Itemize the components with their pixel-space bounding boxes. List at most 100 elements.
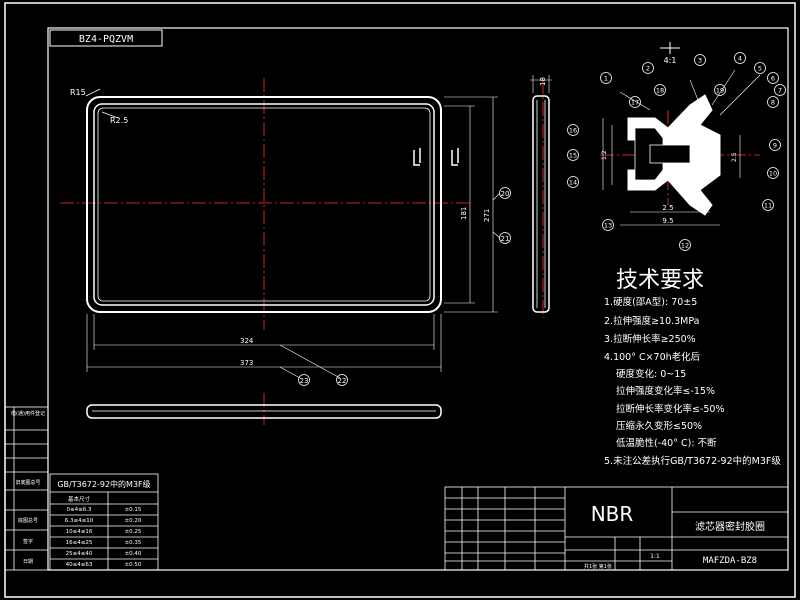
detail-callout: 18: [654, 84, 666, 96]
tolerance-table: GB/T3672-92中的M3F级 基本尺寸 0≤4≤6.3 ±0.15 6.3≤4…: [49, 473, 159, 571]
dim-thickness: 18: [539, 77, 547, 86]
svg-text:旧底图总号: 旧底图总号: [15, 479, 40, 486]
tolerance-size: 0≤4≤6.3: [67, 507, 92, 513]
svg-text:签字: 签字: [23, 538, 33, 545]
detail-callout-number: 7: [778, 87, 782, 95]
part-code: MAFZDA-BZ8: [703, 556, 757, 566]
req-item-5: 硬度变化: 0~15: [616, 368, 686, 380]
detail-callout: 6: [767, 72, 779, 84]
req-item-7: 拉断伸长率变化率≤-50%: [616, 403, 725, 415]
sheet-border: [4, 2, 796, 598]
detail-callout: 10: [767, 167, 779, 179]
technical-requirements: 技术要求 1.硬度(邵A型): 70±5 2.拉伸强度≥10.3MPa 3.拉断…: [604, 268, 781, 467]
req-item-4: 4.100° C×70h老化后: [604, 351, 701, 363]
detail-callout-number: 19: [716, 87, 724, 95]
detail-callout-number: 2: [646, 65, 650, 73]
detail-scale: 4:1: [664, 56, 677, 65]
part-name: 滤芯器密封胶圈: [695, 520, 765, 533]
tolerance-table-header: 基本尺寸: [68, 495, 91, 503]
detail-callout-number: 18: [656, 87, 664, 95]
req-item-8: 压缩永久变形≤50%: [616, 420, 702, 432]
req-item-1: 1.硬度(邵A型): 70±5: [604, 296, 697, 308]
detail-callout-number: 1: [604, 75, 608, 83]
detail-callout: 4: [734, 52, 746, 64]
tolerance-value: ±0.40: [125, 551, 142, 557]
req-item-10: 5.未注公差执行GB/T3672-92中的M3F级: [604, 455, 781, 467]
frame-border: [47, 27, 789, 571]
req-item-3: 3.拉断伸长率≥250%: [604, 333, 696, 345]
centerlines: [60, 78, 760, 425]
detail-callout: 8: [767, 96, 779, 108]
req-item-9: 低温脆性(-40° C): 不断: [616, 437, 717, 449]
dim-height-outer: 271: [483, 209, 491, 222]
callout-21: 21: [499, 232, 511, 244]
detail-callout-number: 13: [604, 222, 612, 230]
detail-callout-number: 4: [738, 55, 742, 63]
detail-callout: 7: [774, 84, 786, 96]
tolerance-size: 10≤4≤16: [66, 529, 93, 535]
left-strip-labels: 借(通)用件登记 旧底图总号 底图总号 签字 日期: [11, 410, 45, 565]
detail-callout-number: 6: [771, 75, 775, 83]
req-item-2: 2.拉伸强度≥10.3MPa: [604, 315, 700, 327]
detail-callout: 14: [567, 176, 579, 188]
vertical-dimensions: [444, 96, 501, 313]
detail-callout: 9: [769, 139, 781, 151]
detail-callout: 2: [642, 62, 654, 74]
detail-callout-number: 14: [569, 179, 577, 187]
drawing-code: BZ4-PQZVM: [79, 34, 133, 45]
tolerance-size: 16≤4≤25: [66, 540, 93, 546]
detail-callout-number: 12: [681, 242, 689, 250]
detail-callout: 1: [600, 72, 612, 84]
detail-callout: 15: [567, 149, 579, 161]
detail-callout: 11: [762, 199, 774, 211]
section-detail: 4:1 2.5 9.5 1.2 2.5: [601, 42, 761, 226]
tolerance-size: 6.3≤4≤10: [65, 518, 94, 524]
horizontal-dimensions: [86, 314, 442, 379]
dim-height-inner: 181: [460, 207, 468, 220]
svg-text:23: 23: [300, 377, 309, 385]
detail-callout: 12: [679, 239, 691, 251]
detail-callout-number: 11: [764, 202, 772, 210]
detail-callout-number: 17: [631, 99, 639, 107]
gasket-front-view: [86, 96, 459, 313]
detail-callout-number: 3: [698, 57, 702, 65]
detail-callout-number: 8: [771, 99, 775, 107]
detail-callout-number: 5: [758, 65, 762, 73]
radius-label-outer: R15: [70, 88, 86, 97]
tolerance-table-title: GB/T3672-92中的M3F级: [57, 479, 150, 489]
radius-leaders: [85, 88, 119, 119]
tolerance-size: 25≤4≤40: [66, 551, 93, 557]
radius-label-inner: R2.5: [110, 116, 128, 125]
tolerance-size: 40≤4≤63: [66, 562, 93, 568]
detail-callout-number: 10: [769, 170, 777, 178]
requirements-title: 技术要求: [616, 268, 704, 293]
svg-text:日期: 日期: [23, 559, 33, 565]
sheet-count: 共1张 第1张: [584, 563, 612, 570]
detail-callout-number: 16: [569, 127, 577, 135]
svg-text:1.2: 1.2: [601, 150, 608, 160]
svg-text:21: 21: [501, 235, 510, 243]
gasket-side-view: [530, 75, 552, 313]
svg-text:借(通)用件登记: 借(通)用件登记: [11, 410, 45, 417]
detail-callout: 5: [754, 62, 766, 74]
tolerance-value: ±0.50: [125, 562, 142, 568]
dim-width-inner: 324: [240, 337, 254, 345]
material-label: NBR: [591, 502, 634, 526]
detail-callout: 16: [567, 124, 579, 136]
title-block: NBR 滤芯器密封胶圈 MAFZDA-BZ8 1:1 共1张 第1张: [444, 486, 789, 571]
callout-20: 20: [499, 187, 511, 199]
tolerance-value: ±0.25: [125, 529, 142, 535]
svg-text:2.5: 2.5: [731, 152, 738, 162]
tolerance-value: ±0.15: [125, 507, 142, 513]
detail-callout: 13: [602, 219, 614, 231]
scale-value: 1:1: [650, 553, 660, 560]
tolerance-value: ±0.35: [125, 540, 142, 546]
left-revision-strip: [4, 406, 49, 571]
dim-width-outer: 373: [240, 359, 253, 367]
detail-callout: 19: [714, 84, 726, 96]
req-item-6: 拉伸强度变化率≤-15%: [616, 385, 715, 397]
svg-text:2.5: 2.5: [662, 204, 673, 212]
drawing-code-box: BZ4-PQZVM: [49, 29, 163, 47]
